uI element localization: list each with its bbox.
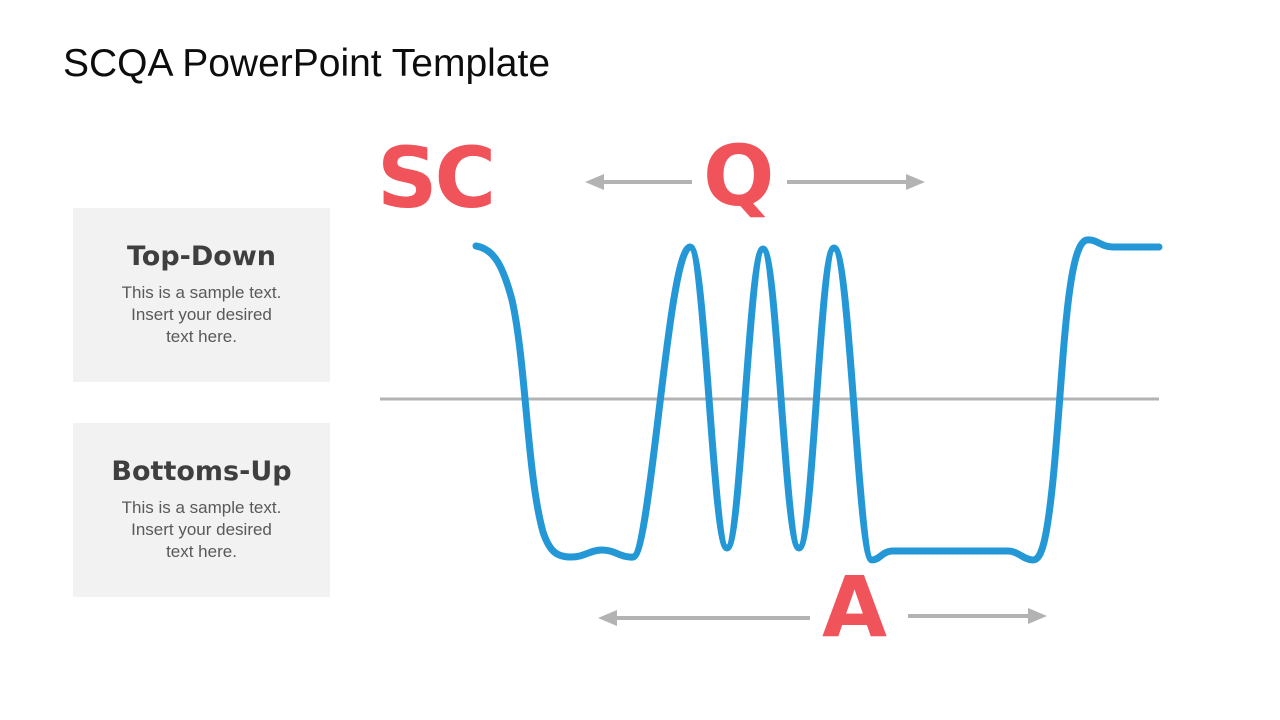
card-body-line: This is a sample text.: [121, 283, 282, 302]
card-body-line: text here.: [166, 542, 237, 561]
a-arrow-right-icon: [908, 608, 1047, 624]
card-bottoms-up-heading: Bottoms-Up: [111, 456, 292, 487]
card-top-down: Top-Down This is a sample text. Insert y…: [73, 208, 330, 382]
card-bottoms-up-body: This is a sample text. Insert your desir…: [73, 497, 330, 563]
card-top-down-heading: Top-Down: [126, 241, 277, 272]
label-sc: SC: [377, 129, 496, 227]
label-a: A: [822, 558, 887, 656]
card-body-line: Insert your desired: [131, 520, 272, 539]
card-body-line: text here.: [166, 327, 237, 346]
a-arrow-left-icon: [598, 610, 810, 626]
card-body-line: This is a sample text.: [121, 498, 282, 517]
label-q: Q: [703, 127, 774, 225]
card-body-line: Insert your desired: [131, 305, 272, 324]
q-arrow-left-icon: [585, 174, 692, 190]
card-bottoms-up: Bottoms-Up This is a sample text. Insert…: [73, 423, 330, 597]
q-arrow-right-icon: [787, 174, 925, 190]
scqa-waveform-curve: [472, 236, 1163, 564]
slide-title: SCQA PowerPoint Template: [63, 42, 551, 85]
card-top-down-body: This is a sample text. Insert your desir…: [73, 282, 330, 348]
